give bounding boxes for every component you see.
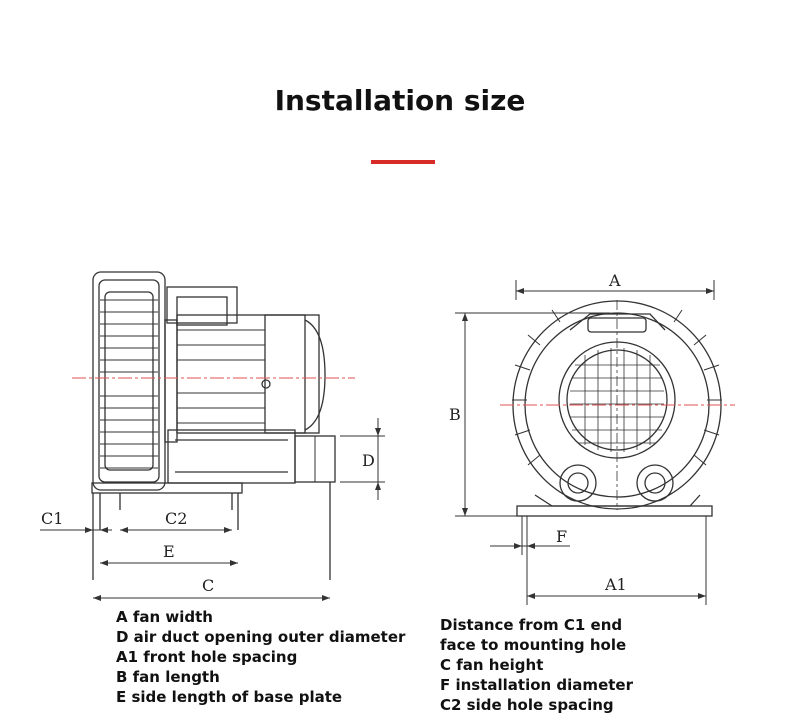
- legend-left: A fan width D air duct opening outer dia…: [116, 607, 405, 707]
- legend-item: D air duct opening outer diameter: [116, 628, 406, 646]
- label-c2: C2: [165, 509, 187, 528]
- label-d: D: [362, 451, 375, 470]
- page-title: Installation size: [274, 84, 526, 117]
- legend-item: A fan width: [116, 608, 213, 626]
- side-view: [91, 271, 336, 580]
- front-dimensions: [455, 280, 715, 605]
- label-b: B: [449, 405, 461, 424]
- label-a: A: [608, 271, 621, 290]
- legend-item: A1 front hole spacing: [116, 648, 298, 666]
- label-c: C: [202, 576, 214, 595]
- legend-item: F installation diameter: [440, 676, 633, 694]
- label-c1: C1: [41, 509, 63, 528]
- title-underline: [371, 160, 435, 164]
- legend-item: B fan length: [116, 668, 220, 686]
- legend-item: C fan height: [440, 656, 544, 674]
- side-dimensions: [40, 418, 385, 601]
- legend-item: face to mounting hole: [440, 636, 627, 654]
- legend-right: Distance from C1 end face to mounting ho…: [440, 615, 633, 715]
- legend-item: C2 side hole spacing: [440, 696, 614, 714]
- label-a1: A1: [604, 575, 627, 594]
- legend-item: E side length of base plate: [116, 688, 343, 706]
- legend-item: Distance from C1 end: [440, 616, 623, 634]
- label-f: F: [556, 527, 567, 546]
- label-e: E: [163, 542, 175, 561]
